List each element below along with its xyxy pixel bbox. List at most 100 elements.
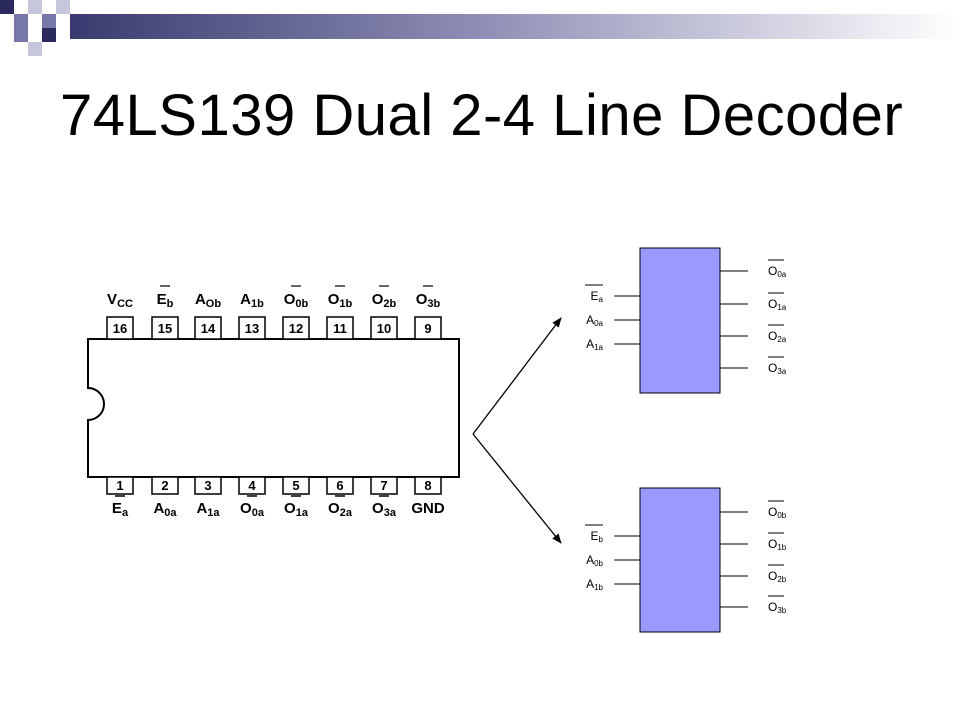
- decoder-b-input-label-2-sub: 1b: [594, 583, 603, 592]
- pin-number-3: 3: [204, 478, 211, 493]
- decoder-b-input-label-1-main: A: [586, 553, 594, 567]
- pin-label-3-main: A: [196, 500, 207, 517]
- pin-label-4-sub: 0a: [252, 507, 265, 519]
- pin-number-1: 1: [116, 478, 123, 493]
- pin-label-8-main: GND: [411, 500, 445, 517]
- pin-number-13: 13: [245, 321, 259, 336]
- pin-label-5: O1a: [284, 500, 309, 519]
- pin-number-2: 2: [161, 478, 168, 493]
- pin-number-11: 11: [333, 321, 347, 336]
- pin-box-12: [282, 316, 310, 340]
- decoder-a-input-label-2-main: A: [586, 337, 594, 351]
- pin-label-14-main: A: [195, 291, 206, 308]
- pin-number-5: 5: [292, 478, 299, 493]
- decoder-a-output-label-1-main: O: [768, 297, 777, 311]
- decoder-b-input-label-2-main: A: [586, 577, 594, 591]
- arrow-to-decoder-a: [472, 317, 562, 435]
- pin-label-10-main: O: [372, 291, 384, 308]
- pin-label-15-sub: b: [167, 298, 174, 310]
- pin-label-15-main: E: [157, 291, 167, 308]
- decoder-a-output-label-3-sub: 3a: [777, 367, 786, 376]
- decoder-b-input-label-1: A0b: [586, 553, 603, 568]
- pin-box-1: [106, 476, 134, 495]
- decoder-b-output-label-1-sub: 1b: [777, 543, 786, 552]
- decoder-b-output-label-3-sub: 3b: [777, 606, 786, 615]
- pin-number-15: 15: [158, 321, 172, 336]
- pin-box-9: [414, 316, 442, 340]
- decoder-b-output-label-3-main: O: [768, 600, 777, 614]
- pin-label-5-main: O: [284, 500, 296, 517]
- pin-box-11: [326, 316, 354, 340]
- pin-label-13-main: A: [240, 291, 251, 308]
- header-band: [70, 14, 960, 39]
- pin-box-10: [370, 316, 398, 340]
- deco-square-1: [0, 0, 14, 14]
- pin-number-6: 6: [336, 478, 343, 493]
- pin-label-13: A1b: [240, 291, 264, 310]
- header-decoration: [0, 0, 960, 56]
- pin-label-16-sub: CC: [117, 298, 133, 310]
- pin-box-3: [194, 476, 222, 495]
- pin-label-3: A1a: [196, 500, 220, 519]
- pin-label-9-sub: 3b: [427, 298, 440, 310]
- pin-number-4: 4: [248, 478, 256, 493]
- pin-label-2: A0a: [153, 500, 177, 519]
- decoder-b-output-label-3: O3b: [768, 600, 787, 615]
- pin-label-7-sub: 3a: [384, 507, 397, 519]
- decoder-a-input-label-1-sub: 0a: [594, 319, 603, 328]
- pin-number-9: 9: [424, 321, 431, 336]
- pin-box-4: [238, 476, 266, 495]
- decoder-b-output-label-1: O1b: [768, 537, 787, 552]
- decoder-a-output-label-2-main: O: [768, 329, 777, 343]
- pin-label-16-main: V: [107, 291, 117, 308]
- expansion-arrows: [472, 317, 562, 544]
- decoder-a-input-label-0-main: E: [591, 289, 599, 303]
- decoder-a-output-label-0-sub: 0a: [777, 270, 786, 279]
- decoder-b-output-label-1-main: O: [768, 537, 777, 551]
- pin-label-4-main: O: [240, 500, 252, 517]
- pin-label-6: O2a: [328, 500, 353, 519]
- deco-square-5: [14, 28, 28, 42]
- decoder-b-output-label-2-main: O: [768, 569, 777, 583]
- pin-label-12: O0b: [284, 291, 309, 310]
- decoder-b-input-label-0-sub: b: [599, 535, 604, 544]
- pin-label-6-main: O: [328, 500, 340, 517]
- pin-label-14-sub: Ob: [206, 298, 222, 310]
- pin-label-2-main: A: [153, 500, 164, 517]
- pin-box-13: [238, 316, 266, 340]
- decoder-a-input-label-2: A1a: [586, 337, 603, 352]
- pin-label-11-sub: 1b: [339, 298, 352, 310]
- slide-title: 74LS139 Dual 2-4 Line Decoder: [60, 83, 904, 148]
- decoder-b-input-label-0: Eb: [591, 529, 604, 544]
- decoder-a-input-label-1-main: A: [586, 313, 594, 327]
- pin-label-12-main: O: [284, 291, 296, 308]
- deco-square-8: [56, 0, 70, 14]
- decoder-block-b: [639, 487, 721, 633]
- pin-box-6: [326, 476, 354, 495]
- pin-label-9: O3b: [416, 291, 441, 310]
- decoder-a-output-label-3: O3a: [768, 361, 787, 376]
- decoder-b-input-label-1-sub: 0b: [594, 559, 603, 568]
- decoder-b-output-label-0-sub: 0b: [777, 511, 786, 520]
- pin-number-12: 12: [289, 321, 303, 336]
- pin-label-9-main: O: [416, 291, 428, 308]
- pin-label-1-main: E: [112, 500, 122, 517]
- decoder-b-output-label-2: O2b: [768, 569, 787, 584]
- pin-label-11-main: O: [328, 291, 340, 308]
- decoder-b-output-label-0-main: O: [768, 505, 777, 519]
- pin-number-14: 14: [201, 321, 216, 336]
- pin-label-16: VCC: [107, 291, 133, 310]
- deco-square-7: [42, 28, 56, 42]
- decoder-a-input-label-0: Ea: [591, 289, 604, 304]
- decoder-b-output-label-2-sub: 2b: [777, 575, 786, 584]
- pin-label-4: O0a: [240, 500, 265, 519]
- pin-label-11: O1b: [328, 291, 353, 310]
- pin-box-16: [106, 316, 134, 340]
- decoder-a-output-label-2-sub: 2a: [777, 335, 786, 344]
- pin-box-5: [282, 476, 310, 495]
- decoder-b-input-label-2: A1b: [586, 577, 603, 592]
- pin-label-10: O2b: [372, 291, 397, 310]
- decoder-block-a: [639, 247, 721, 394]
- decoder-a-output-label-1-sub: 1a: [777, 303, 786, 312]
